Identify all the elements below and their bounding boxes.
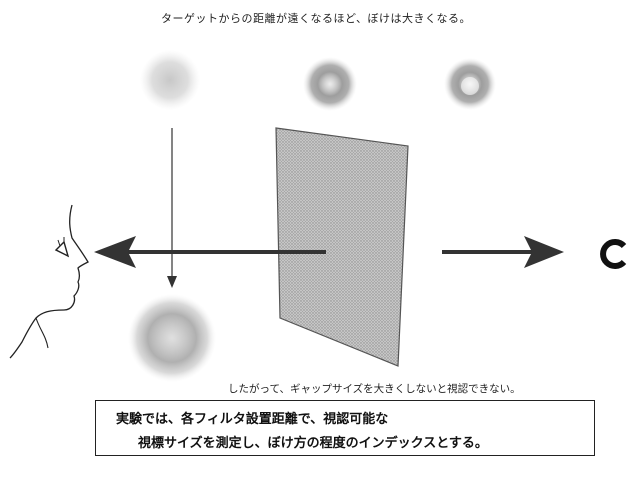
filter-plane (275, 127, 409, 367)
note-line-2: 視標サイズを測定し、ぼけ方の程度のインデックスとする。 (138, 436, 488, 451)
note-line-1: 実験では、各フィルタ設置距離で、視認可能な (116, 412, 389, 427)
top-caption: ターゲットからの距離が遠くなるほど、ぼけは大きくなる。 (161, 12, 471, 25)
blur-target-enlarged (128, 294, 216, 382)
down-arrow-head (167, 276, 177, 288)
blur-target-mid (303, 57, 357, 111)
left-arrow-head (94, 236, 136, 268)
blur-target-near-inner (461, 77, 479, 95)
chin-neck-line (35, 317, 49, 349)
experiment-note-box: 実験では、各フィルタ設置距離で、視認可能な 視標サイズを測定し、ぼけ方の程度のイ… (95, 400, 595, 456)
eyelash-icon (57, 237, 65, 247)
eye-icon (54, 240, 70, 258)
landolt-ring-icon (600, 239, 627, 269)
blur-target-far (140, 50, 200, 110)
right-arrow-head (524, 236, 564, 268)
middle-caption: したがって、ギャップサイズを大きくしないと視認できない。 (228, 383, 521, 395)
face-profile-icon (9, 204, 89, 359)
